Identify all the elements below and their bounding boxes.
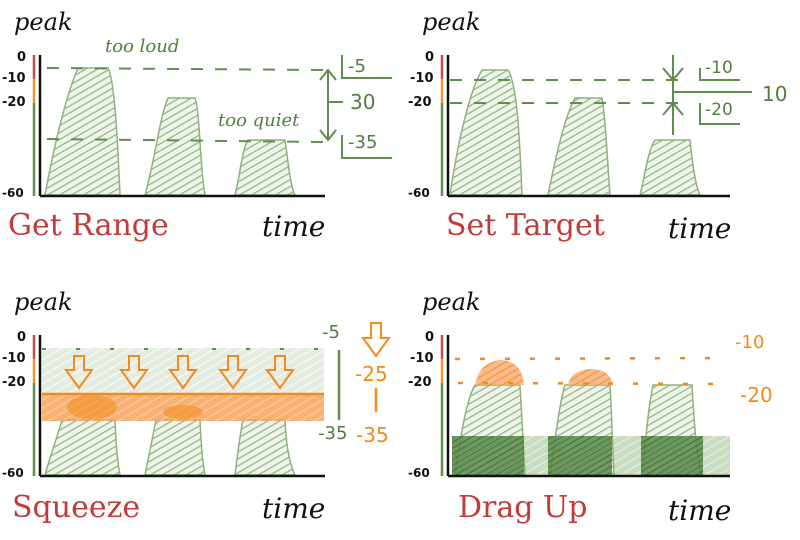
- tick-minus-10: -10: [2, 351, 26, 366]
- waveform-peaks: [44, 419, 297, 476]
- waveform-peaks: [449, 69, 702, 196]
- too-quiet-label: too quiet: [218, 110, 300, 131]
- tick-minus-60: -60: [2, 466, 24, 480]
- new-bottom-value: -35: [356, 423, 389, 447]
- squeezed-peak-1: [67, 395, 117, 419]
- panel-set-target: peak 0 -10 -20 -60 -10 10 -20 Set Target…: [400, 0, 800, 270]
- original-top-value: -5: [322, 322, 340, 343]
- target-bottom-value: -20: [740, 383, 773, 407]
- tick-minus-20: -20: [408, 95, 432, 110]
- peak-body-3: [641, 436, 703, 476]
- x-axis-label: time: [262, 492, 326, 525]
- down-arrow-icon: [119, 355, 149, 390]
- x-axis-label: time: [668, 212, 732, 245]
- squeezed-peak-2: [163, 405, 203, 419]
- tick-minus-20: -20: [408, 375, 432, 390]
- peak-body-2: [548, 436, 612, 476]
- clipped-peak-1: [475, 360, 524, 385]
- target-range-marker: [662, 55, 752, 135]
- x-axis-label: time: [262, 210, 326, 243]
- get-range-diagram: [32, 55, 392, 198]
- tick-minus-60: -60: [408, 466, 430, 480]
- range-arrow: [319, 55, 392, 159]
- tick-minus-10: -10: [410, 71, 434, 86]
- tick-minus-60: -60: [2, 186, 24, 200]
- down-arrow-icon: [361, 322, 391, 358]
- tick-minus-60: -60: [408, 186, 430, 200]
- drag-up-diagram: [440, 335, 731, 478]
- down-arrow-icon: [218, 355, 248, 390]
- panel-title: Drag Up: [458, 490, 588, 525]
- tick-0: 0: [425, 330, 435, 345]
- peak-body-1: [452, 436, 524, 476]
- tick-minus-10: -10: [2, 71, 26, 86]
- target-top-line: [454, 356, 731, 361]
- tick-minus-20: -20: [2, 95, 26, 110]
- tick-0: 0: [17, 50, 27, 65]
- x-axis-label: time: [668, 494, 732, 527]
- tick-0: 0: [425, 50, 435, 65]
- target-top-value: -10: [705, 58, 733, 78]
- panel-title: Set Target: [446, 208, 605, 243]
- new-top-value: -25: [355, 362, 388, 386]
- down-arrow-icon: [265, 355, 295, 390]
- y-axis-label: peak: [422, 288, 481, 316]
- squeeze-arrows: [64, 322, 391, 390]
- tick-0: 0: [17, 330, 27, 345]
- panel-get-range: peak 0 -10 -20 -60 too loud too quiet -5…: [0, 0, 400, 270]
- panel-squeeze: peak 0 -10 -20 -60 -5 -35 -25 -35 Squeez…: [0, 270, 400, 540]
- tick-minus-10: -10: [410, 351, 434, 366]
- panel-title: Squeeze: [12, 490, 141, 525]
- bottom-value: -35: [348, 132, 378, 153]
- target-top-value: -10: [735, 332, 765, 353]
- squeeze-diagram: [32, 322, 391, 478]
- target-range-value: 10: [762, 82, 788, 106]
- y-axis-label: peak: [422, 8, 481, 36]
- original-bottom-value: -35: [318, 423, 348, 444]
- too-loud-label: too loud: [105, 36, 180, 57]
- set-target-diagram: [440, 55, 752, 198]
- panel-title: Get Range: [8, 208, 169, 243]
- waveform-peaks: [44, 67, 297, 196]
- range-value: 30: [350, 90, 376, 114]
- tick-minus-20: -20: [2, 375, 26, 390]
- y-axis-label: peak: [14, 8, 73, 36]
- y-axis-label: peak: [14, 288, 73, 316]
- top-value: -5: [348, 56, 366, 77]
- panel-drag-up: peak 0 -10 -20 -60 -10 -20 Drag Up time: [400, 270, 800, 540]
- down-arrow-icon: [64, 355, 94, 390]
- target-bottom-line: [457, 381, 731, 386]
- target-bottom-value: -20: [705, 100, 733, 120]
- clipped-peak-2: [568, 369, 612, 385]
- down-arrow-icon: [168, 355, 198, 390]
